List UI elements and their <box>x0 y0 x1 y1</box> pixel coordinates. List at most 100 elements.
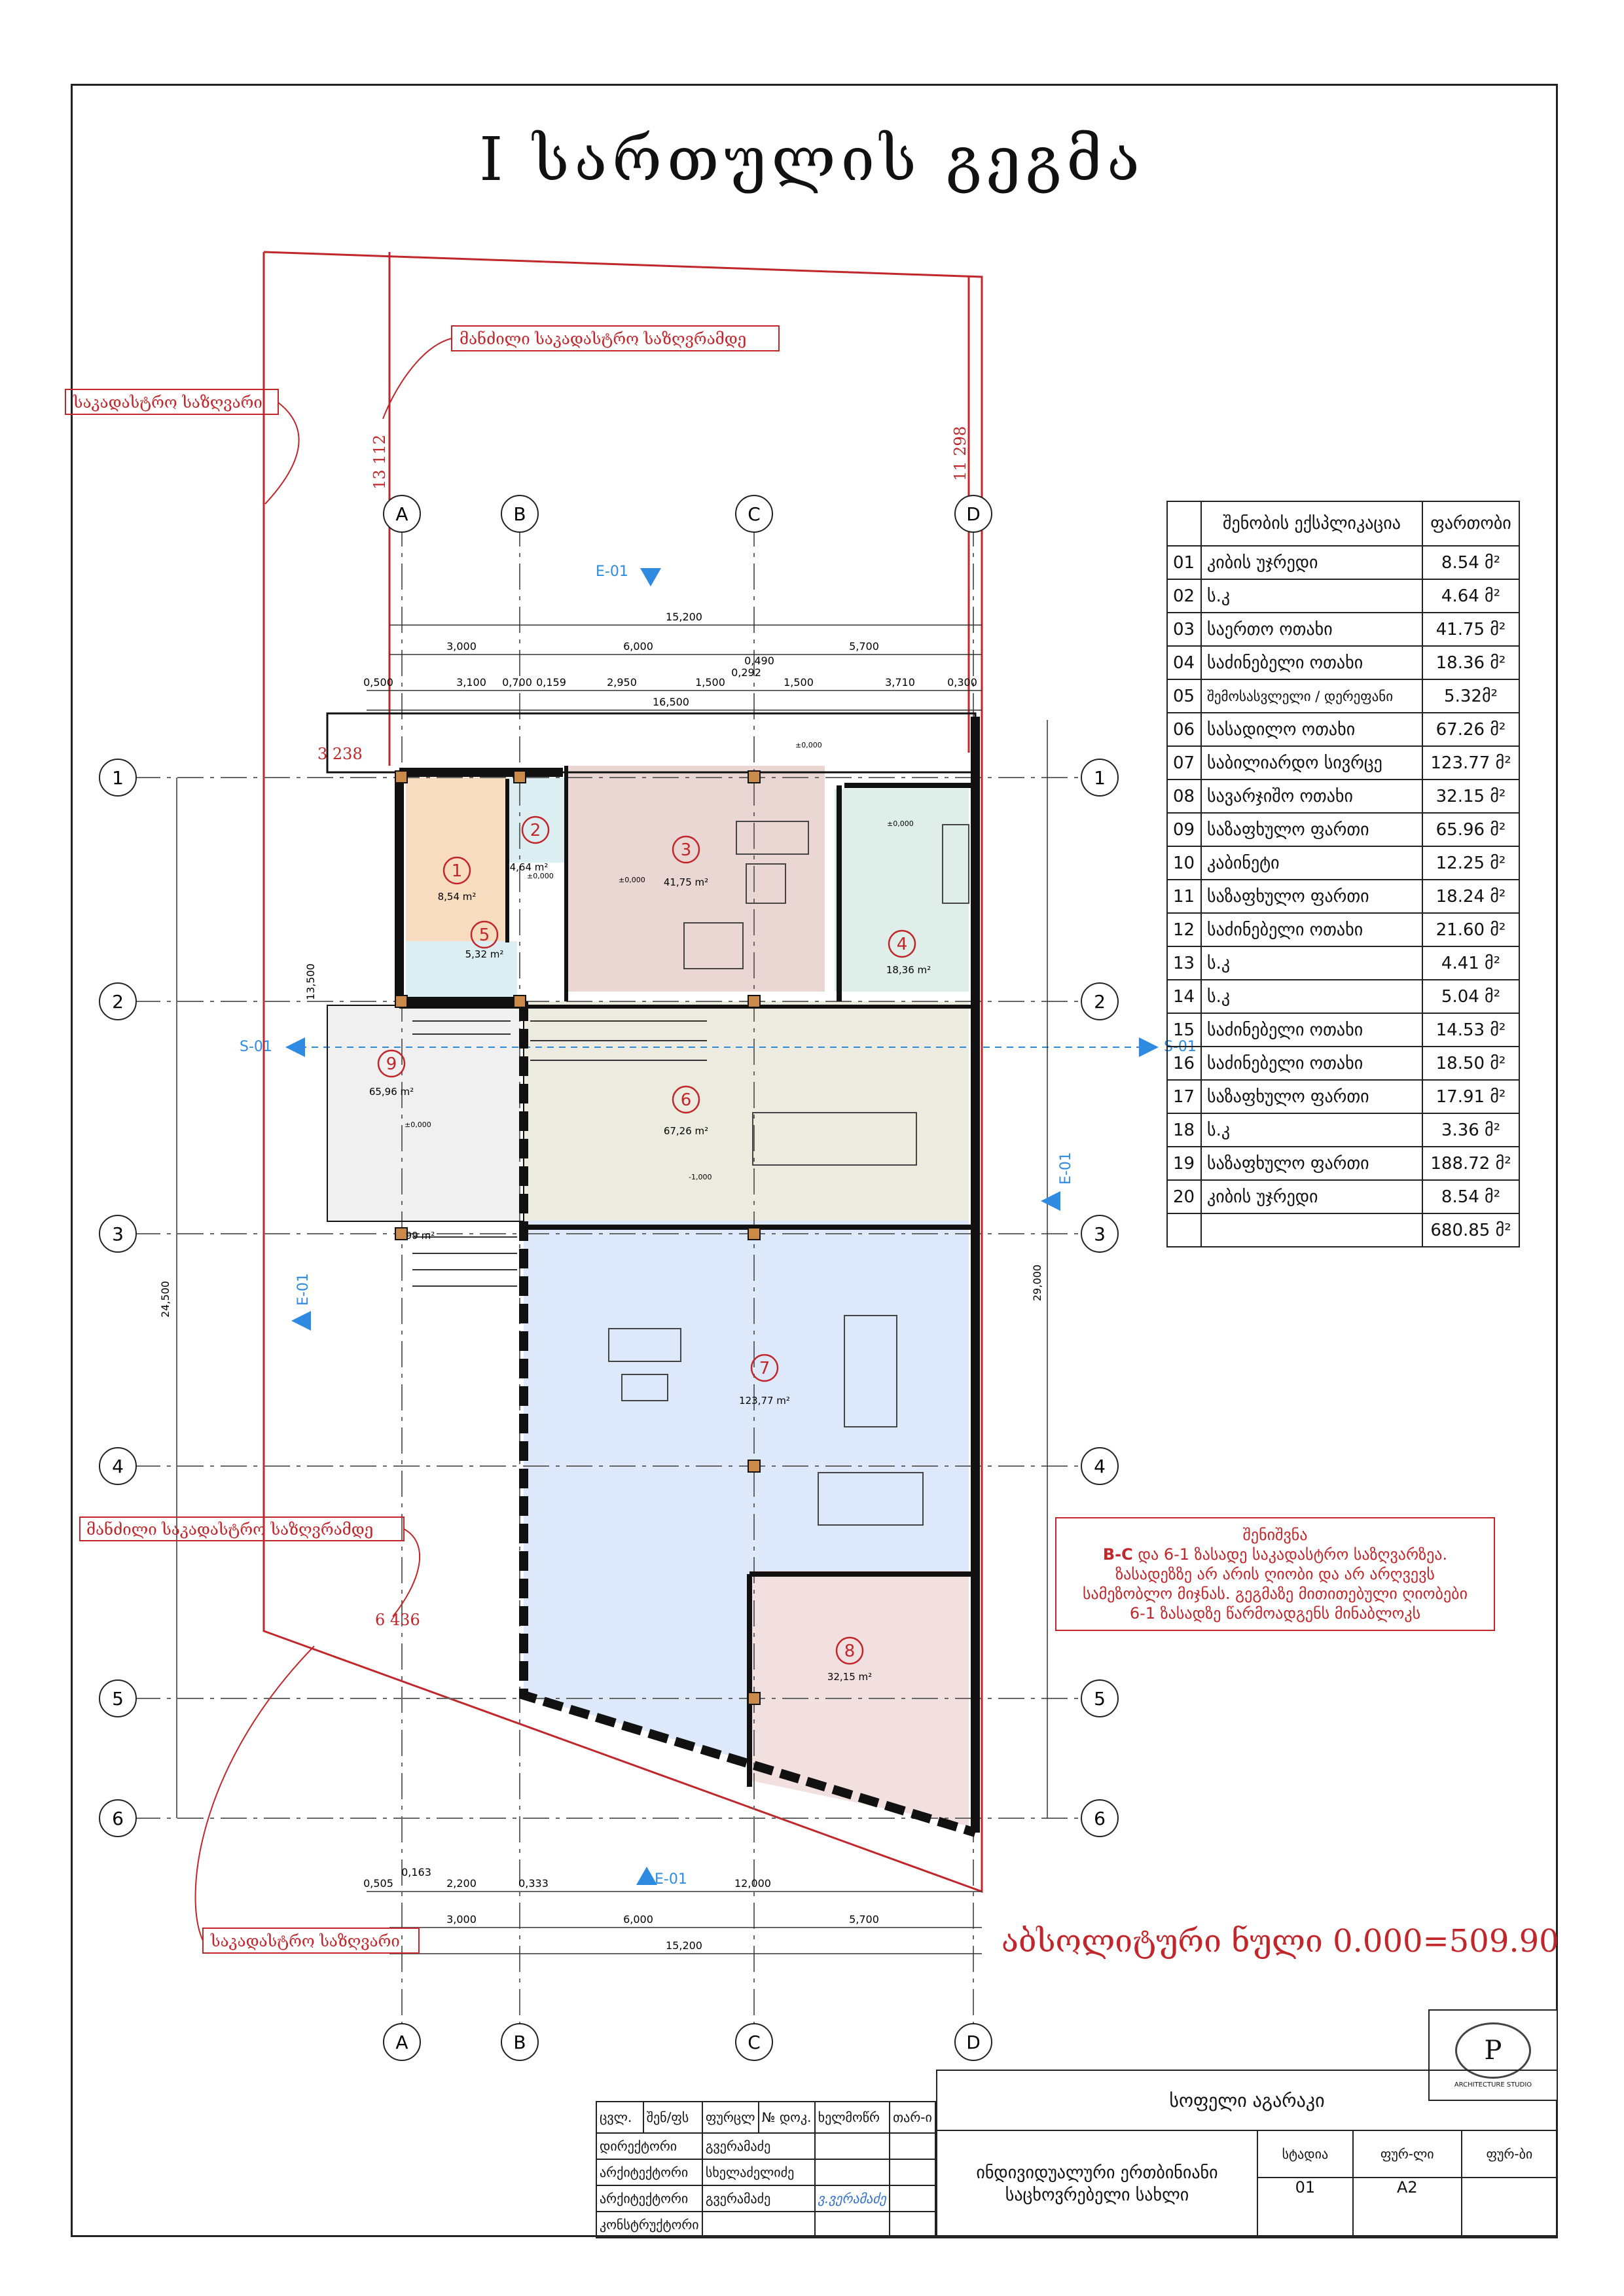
cadastral-label-boxes <box>65 325 780 1954</box>
table-cell: საძინებელი ოთახი <box>1200 1013 1423 1047</box>
table-cell: 10 <box>1166 846 1202 880</box>
table-cell: 4.41 მ² <box>1422 946 1520 980</box>
axis-label: B <box>513 2032 526 2053</box>
dim-text: 0,505 <box>363 1877 393 1890</box>
room-area: 67,26 m² <box>664 1125 708 1137</box>
dim-text: 0,292 <box>731 666 761 679</box>
axis-label: 1 <box>1094 767 1106 789</box>
title-block-row: კონსტრუქტორი <box>596 2211 936 2238</box>
dim-text: 15,200 <box>666 1939 702 1952</box>
axis-label: C <box>748 2032 761 2053</box>
axis-label: 3 <box>112 1223 124 1245</box>
stairs <box>412 1020 707 1287</box>
dim-text: 0,490 <box>744 655 774 667</box>
section-label: E-01 <box>295 1273 312 1306</box>
room-area: 8,54 m² <box>438 891 477 903</box>
dim-text: 0,163 <box>401 1866 431 1878</box>
section-label: E-01 <box>655 1871 687 1888</box>
section-markers <box>285 568 1159 1885</box>
cadastral-boundary-label: საკადასტრო საზღვარი <box>73 393 262 412</box>
sheet-value: A2 <box>1352 2177 1462 2238</box>
table-cell: 18.24 მ² <box>1422 879 1520 914</box>
table-cell: საზაფხულო ფართი <box>1200 879 1423 914</box>
section-label: E-01 <box>1058 1152 1074 1185</box>
dim-text: 2,950 <box>607 676 637 689</box>
note-line: და 6-1 ზასადე საკადასტრო საზღვარზეა. <box>1138 1545 1448 1564</box>
room-area: 18,36 m² <box>886 964 931 976</box>
dim-text: 13,500 <box>304 963 317 1000</box>
dim-text: 0,300 <box>947 676 977 689</box>
signature-table: ცვლ. შენ/ფს ფურცლ № დოკ. ხელმოწრ თარ-ი დ… <box>596 2101 936 2238</box>
head-cell: შენ/ფს <box>642 2101 703 2134</box>
name-cell <box>701 2211 816 2238</box>
table-cell: საზაფხულო ფართი <box>1200 1146 1423 1181</box>
room-fills <box>327 766 969 1826</box>
dim-text: 2,200 <box>446 1877 477 1890</box>
dim-text: 24,500 <box>159 1281 171 1318</box>
title-block-row: არქიტექტორი სხელაძელიძე <box>596 2159 936 2186</box>
table-cell: 07 <box>1166 745 1202 780</box>
table-cell: 14 <box>1166 979 1202 1014</box>
table-cell: საძინებელი ოთახი <box>1200 1046 1423 1081</box>
table-cell: 8.54 მ² <box>1422 1179 1520 1214</box>
head-cell: თარ-ი <box>889 2101 936 2134</box>
title-block-row: დირექტორი გვერამაძე <box>596 2132 936 2160</box>
stage-label: სტადია <box>1257 2130 1354 2178</box>
sheet-label: ფურ-ლი <box>1352 2130 1462 2178</box>
head-cell: № დოკ. <box>757 2101 816 2134</box>
table-cell: 08 <box>1166 779 1202 814</box>
page-title: I სართულის გეგმა <box>479 124 1145 194</box>
axis-label: 6 <box>112 1808 124 1829</box>
table-cell: 188.72 მ² <box>1422 1146 1520 1181</box>
table-cell: კაბინეტი <box>1200 846 1423 880</box>
name-cell: გვერამაძე <box>701 2185 816 2212</box>
dim-text: 0,159 <box>536 676 566 689</box>
room-area: 4,64 m² <box>510 861 549 873</box>
table-cell: 4.64 მ² <box>1422 579 1520 613</box>
sheets-value <box>1460 2177 1559 2238</box>
note-line: სამეზობლო მიჯნას. გეგმაზე მითითებული ღიო… <box>1083 1585 1468 1603</box>
level-mark: ±0,000 <box>527 872 554 880</box>
dim-text: 0,333 <box>518 1877 549 1890</box>
table-cell: 21.60 მ² <box>1422 912 1520 947</box>
sheets-label: ფურ-ბი <box>1460 2130 1559 2178</box>
role-cell: არქიტექტორი <box>596 2185 703 2212</box>
dim-text: 6,000 <box>623 1913 653 1926</box>
dim-text: 15,200 <box>666 611 702 623</box>
project-line: ინდივიდუალური ერთბინიანი <box>976 2163 1218 2183</box>
title-block-row: ცვლ. შენ/ფს ფურცლ № დოკ. ხელმოწრ თარ-ი <box>596 2101 936 2134</box>
dim-text: 6,000 <box>623 640 653 653</box>
axis-label: 5 <box>112 1688 124 1710</box>
dim-text: 0,500 <box>363 676 393 689</box>
dim-text: 1,500 <box>695 676 725 689</box>
dim-text: 3,710 <box>885 676 915 689</box>
table-cell: 5.04 მ² <box>1422 979 1520 1014</box>
room-area: 99 m² <box>406 1230 435 1242</box>
table-cell: 12 <box>1166 912 1202 947</box>
table-header-number <box>1166 501 1202 547</box>
table-cell: 15 <box>1166 1013 1202 1047</box>
room-area: 41,75 m² <box>664 876 708 888</box>
section-label: E-01 <box>596 564 628 580</box>
axis-label: 6 <box>1094 1808 1106 1829</box>
room-number: 7 <box>759 1359 770 1378</box>
axis-label: A <box>395 503 408 525</box>
table-cell: 12.25 მ² <box>1422 846 1520 880</box>
stage-value: 01 <box>1257 2177 1354 2238</box>
dimension-lines <box>176 624 1048 1954</box>
dim-text: 12,000 <box>734 1877 771 1890</box>
table-header-area: ფართობი <box>1422 501 1520 547</box>
project-line: საცხოვრებელი სახლი <box>1005 2185 1189 2205</box>
cadastral-distance-label: მანძილი საკადასტრო საზღვრამდე <box>86 1520 373 1539</box>
name-cell: სხელაძელიძე <box>701 2159 816 2186</box>
village-name: სოფელი აგარაკი <box>936 2070 1558 2131</box>
